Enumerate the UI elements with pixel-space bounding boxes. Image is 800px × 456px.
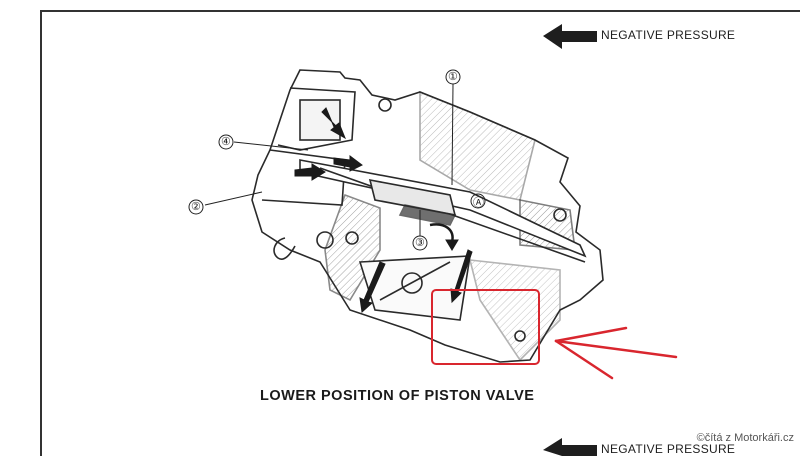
callout-3: ③ — [415, 236, 425, 249]
carburetor-body — [251, 69, 604, 363]
callout-a: Ⓐ — [473, 196, 484, 209]
diagram-caption: LOWER POSITION OF PISTON VALVE — [260, 388, 535, 404]
frame-border-top — [40, 10, 800, 12]
flow-arrow-icon — [333, 155, 363, 172]
flow-arrow-icon — [321, 107, 346, 140]
negative-pressure-label-bottom: NEGATIVE PRESSURE — [601, 442, 736, 456]
negative-pressure-arrow-icon — [543, 438, 597, 456]
callout-2: ② — [191, 200, 201, 213]
callout-leaders — [188, 69, 486, 251]
highlight-box — [431, 289, 540, 365]
flow-arrow-icon — [294, 163, 326, 181]
callout-1: ① — [448, 70, 458, 83]
flow-arrow-icon — [429, 223, 454, 243]
frame-border-left — [40, 10, 42, 456]
flow-arrow-icon — [445, 239, 459, 251]
image-credit: ©čítá z Motorkáři.cz — [696, 432, 794, 444]
negative-pressure-arrow-icon — [543, 24, 597, 49]
negative-pressure-label-top: NEGATIVE PRESSURE — [601, 28, 736, 42]
flow-arrow-icon — [359, 261, 386, 313]
callout-4: ④ — [221, 135, 231, 148]
annotation-arrow-icon — [554, 326, 678, 380]
